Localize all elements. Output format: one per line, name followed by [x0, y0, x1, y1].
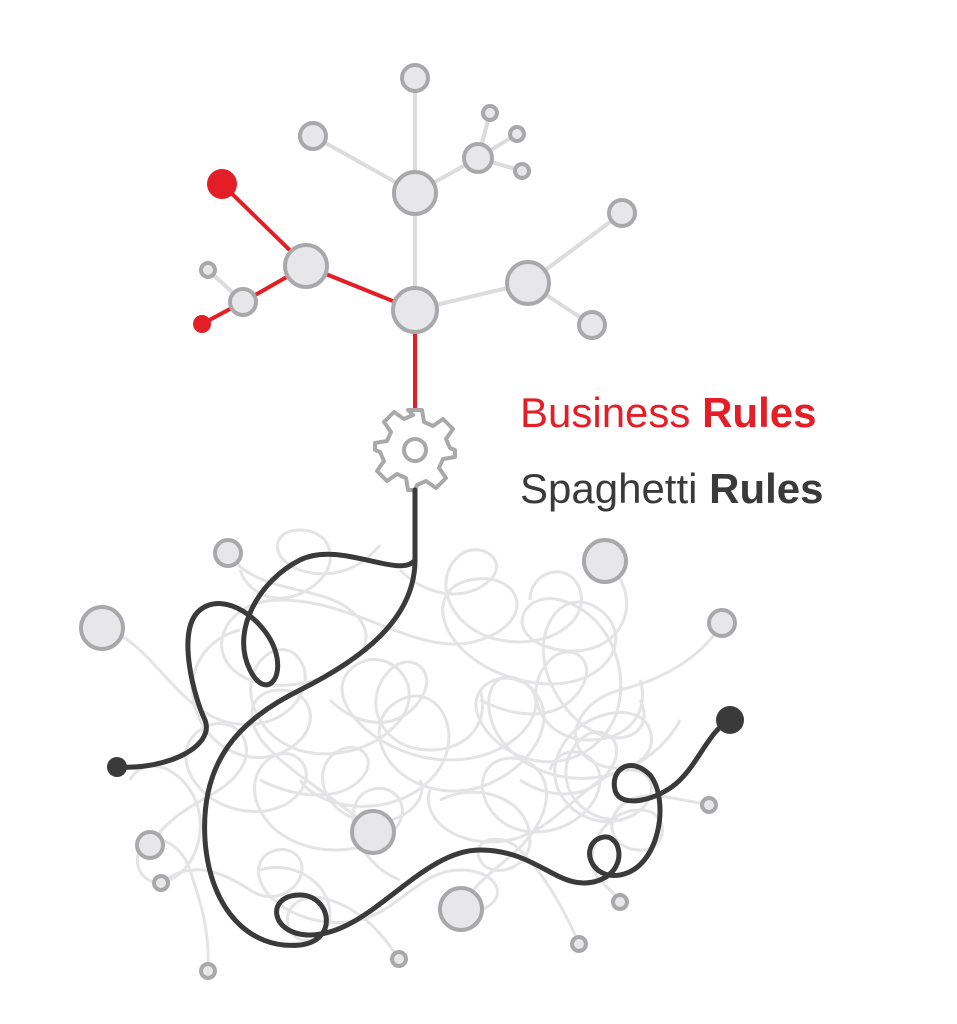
tree-node	[505, 260, 551, 306]
tree-node	[400, 63, 430, 93]
spaghetti-node	[199, 962, 217, 980]
spaghetti-rules-bold: Rules	[709, 465, 824, 512]
spaghetti-node	[390, 950, 408, 968]
spaghetti-node	[79, 605, 125, 651]
spaghetti-endpoint-dark	[716, 706, 744, 734]
spaghetti-node	[570, 935, 588, 953]
tree-node	[577, 310, 607, 340]
rule-tree	[193, 63, 637, 412]
tree-node	[462, 142, 494, 174]
tree-node	[607, 198, 637, 228]
tree-node	[199, 261, 217, 279]
spaghetti-node	[213, 538, 243, 568]
spaghetti-node	[582, 538, 628, 584]
spaghetti-node	[707, 608, 737, 638]
business-rules-bold: Rules	[702, 389, 817, 436]
spaghetti-node	[438, 886, 484, 932]
spaghetti-node	[611, 893, 629, 911]
spaghetti-rules-caption: Spaghetti Rules	[520, 468, 824, 510]
spaghetti-node	[135, 830, 165, 860]
spaghetti-rules-regular: Spaghetti	[520, 465, 698, 512]
tree-node	[298, 121, 328, 151]
spaghetti-node	[700, 796, 718, 814]
spaghetti-nodes	[79, 538, 737, 980]
rule-endpoint-red	[207, 169, 237, 199]
spaghetti-node	[152, 874, 170, 892]
tree-node	[283, 243, 329, 289]
business-rules-caption: Business Rules	[520, 392, 816, 434]
spaghetti-endpoint-dark	[107, 757, 127, 777]
tree-node	[391, 286, 439, 334]
spaghetti-rule-path	[107, 487, 744, 948]
tree-node	[508, 125, 526, 143]
spaghetti-tangle	[101, 528, 724, 972]
tree-node	[481, 104, 499, 122]
spaghetti-node	[350, 809, 396, 855]
tree-node	[513, 162, 531, 180]
tree-node	[228, 287, 258, 317]
tree-node	[392, 170, 438, 216]
business-rules-regular: Business	[520, 389, 691, 436]
rule-endpoint-red	[193, 315, 211, 333]
gear-icon	[373, 408, 457, 492]
